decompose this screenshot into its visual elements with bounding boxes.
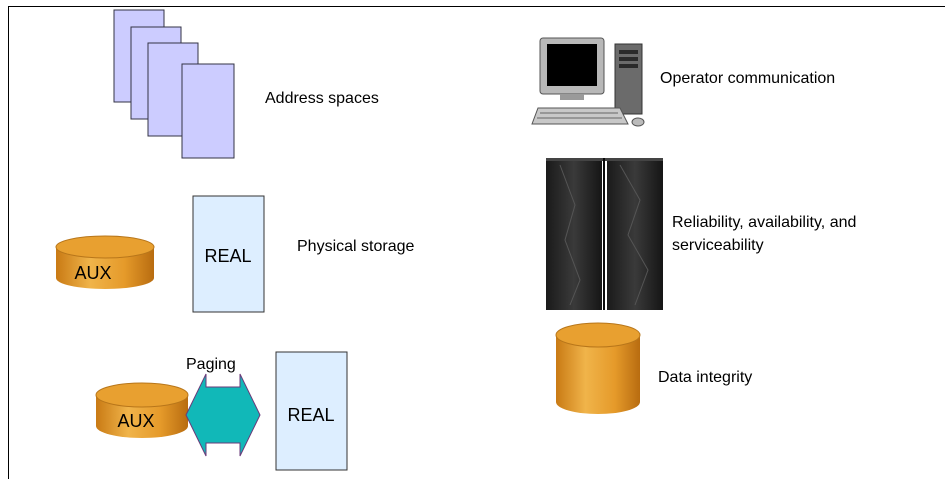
aux-cylinder-bottom: AUX — [95, 382, 189, 438]
aux-label-bottom: AUX — [117, 411, 154, 431]
real-label-top: REAL — [204, 246, 251, 266]
ras-label-line1: Reliability, availability, and — [672, 214, 857, 231]
desktop-computer-icon — [531, 37, 645, 127]
address-spaces-label: Address spaces — [265, 90, 379, 107]
data-integrity-label: Data integrity — [658, 369, 753, 386]
address-space-page-4 — [181, 63, 235, 159]
physical-storage-label: Physical storage — [297, 238, 415, 255]
frame-left-border — [8, 6, 9, 479]
real-storage-box-top: REAL — [192, 195, 265, 313]
data-integrity-cylinder — [555, 322, 641, 414]
real-label-bottom: REAL — [287, 405, 334, 425]
frame-top-border — [8, 6, 945, 7]
operator-communication-label: Operator communication — [660, 70, 836, 87]
real-storage-box-bottom: REAL — [275, 351, 348, 471]
mainframe-server-icon — [546, 158, 663, 310]
address-space-pages — [113, 9, 235, 159]
aux-label-top: AUX — [74, 263, 111, 283]
paging-label: Paging — [186, 356, 236, 373]
ras-label-line2: serviceability — [672, 237, 764, 254]
paging-double-arrow — [185, 373, 261, 457]
aux-cylinder-top: AUX — [55, 235, 155, 289]
